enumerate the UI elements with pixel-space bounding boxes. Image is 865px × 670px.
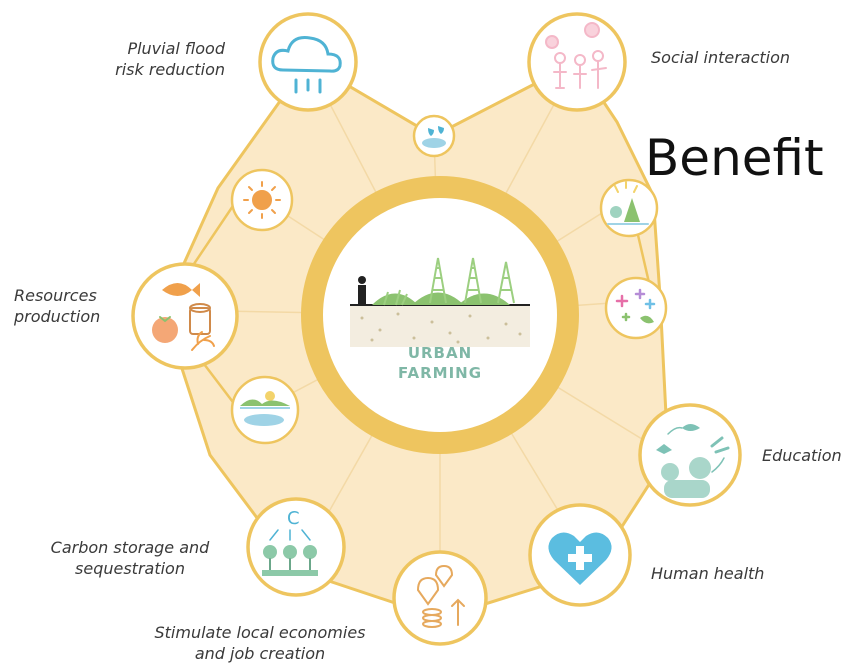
center-title-line2: FARMING — [397, 364, 483, 382]
label-pluvial: Pluvial flood risk reduction — [115, 39, 225, 79]
sunlit-trees-icon — [607, 181, 649, 225]
label-health: Human health — [651, 564, 765, 583]
label-economies: Stimulate local economies and job creati… — [154, 623, 366, 663]
urban-farming-illustration — [350, 257, 530, 347]
landscape-icon — [240, 391, 290, 426]
pluvial-icon-node — [258, 12, 358, 112]
water-drops-node — [412, 114, 456, 158]
center-title: URBAN FARMING — [380, 343, 500, 383]
sparkles-bird-icon — [615, 288, 656, 324]
resources-icon-node — [131, 262, 239, 370]
education-icon-node — [638, 403, 742, 507]
label-resources: Resources production — [14, 286, 101, 326]
nature-cycle-icon — [656, 424, 730, 498]
svg-text:C: C — [287, 508, 300, 529]
carbon-icon-node: C — [246, 497, 346, 597]
social-icon-node — [527, 12, 627, 112]
slide-title: Benefit — [645, 129, 824, 187]
health-icon-node — [528, 503, 632, 607]
economies-icon-node — [392, 550, 488, 646]
label-carbon: Carbon storage and sequestration — [50, 538, 210, 578]
sun-icon — [243, 181, 281, 219]
water-drops-icon — [422, 126, 446, 148]
label-social: Social interaction — [651, 48, 791, 67]
sparkles-bird-node — [604, 276, 668, 340]
center-title-line1: URBAN — [407, 344, 473, 362]
rain-cloud-icon — [271, 36, 342, 94]
heart-cross-icon — [548, 532, 612, 585]
people-group-icon — [545, 22, 607, 89]
sunlit-trees-node — [599, 178, 659, 238]
sun-node — [230, 168, 294, 232]
landscape-node — [230, 375, 300, 445]
label-education: Education — [762, 446, 842, 465]
fish-tomato-wood-icon — [152, 283, 215, 351]
carbon-trees-icon: C — [262, 508, 318, 576]
map-pins-coins-icon — [416, 564, 465, 628]
